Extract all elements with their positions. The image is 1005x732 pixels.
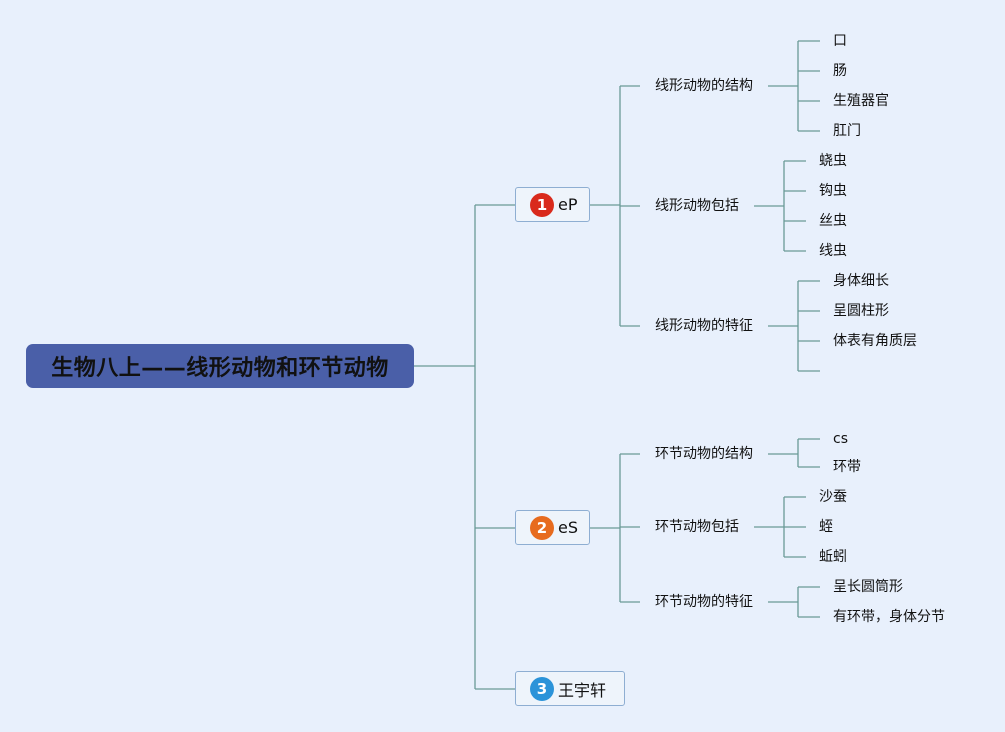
subtopic-1-2[interactable]: 线形动物包括 (655, 198, 739, 214)
root-topic[interactable]: 生物八上——线形动物和环节动物 (26, 344, 414, 388)
root-topic-label: 生物八上——线形动物和环节动物 (51, 356, 389, 381)
leaf-1-1-2[interactable]: 肠 (833, 63, 847, 79)
leaf-1-2-3[interactable]: 丝虫 (819, 213, 847, 229)
leaf-2-2-3[interactable]: 蚯蚓 (819, 549, 847, 565)
priority-3-icon: 3 (530, 676, 554, 701)
subtopic-2-3[interactable]: 环节动物的特征 (655, 594, 753, 610)
leaf-2-1-2[interactable]: 环带 (833, 459, 861, 475)
branch-1-label: eP (558, 195, 578, 214)
leaf-2-3-1[interactable]: 呈长圆筒形 (833, 579, 903, 595)
subtopic-2-1[interactable]: 环节动物的结构 (655, 446, 753, 462)
branch-1[interactable]: 1 eP (515, 187, 590, 222)
subtopic-1-1[interactable]: 线形动物的结构 (655, 78, 753, 94)
branch-3[interactable]: 3 王宇轩 (515, 671, 625, 706)
priority-2-icon: 2 (530, 515, 554, 540)
leaf-1-3-3[interactable]: 体表有角质层 (833, 333, 917, 349)
leaf-2-1-1[interactable]: cs (833, 431, 848, 447)
branch-2-label: eS (558, 518, 578, 537)
leaf-1-1-1[interactable]: 口 (833, 33, 847, 49)
leaf-2-2-2[interactable]: 蛭 (819, 519, 833, 535)
branch-3-label: 王宇轩 (558, 680, 607, 700)
subtopic-1-3[interactable]: 线形动物的特征 (655, 318, 753, 334)
leaf-1-1-3[interactable]: 生殖器官 (833, 93, 889, 109)
leaf-1-3-1[interactable]: 身体细长 (833, 273, 889, 289)
leaf-2-3-2[interactable]: 有环带，身体分节 (833, 609, 945, 625)
branch-2[interactable]: 2 eS (515, 510, 590, 545)
leaf-1-1-4[interactable]: 肛门 (833, 123, 861, 139)
subtopic-2-2[interactable]: 环节动物包括 (655, 519, 739, 535)
leaf-1-2-1[interactable]: 蛲虫 (819, 153, 847, 169)
priority-1-icon: 1 (530, 192, 554, 217)
leaf-2-2-1[interactable]: 沙蚕 (819, 489, 847, 505)
leaf-1-2-4[interactable]: 线虫 (819, 243, 847, 259)
leaf-1-3-2[interactable]: 呈圆柱形 (833, 303, 889, 319)
leaf-1-2-2[interactable]: 钩虫 (819, 183, 847, 199)
